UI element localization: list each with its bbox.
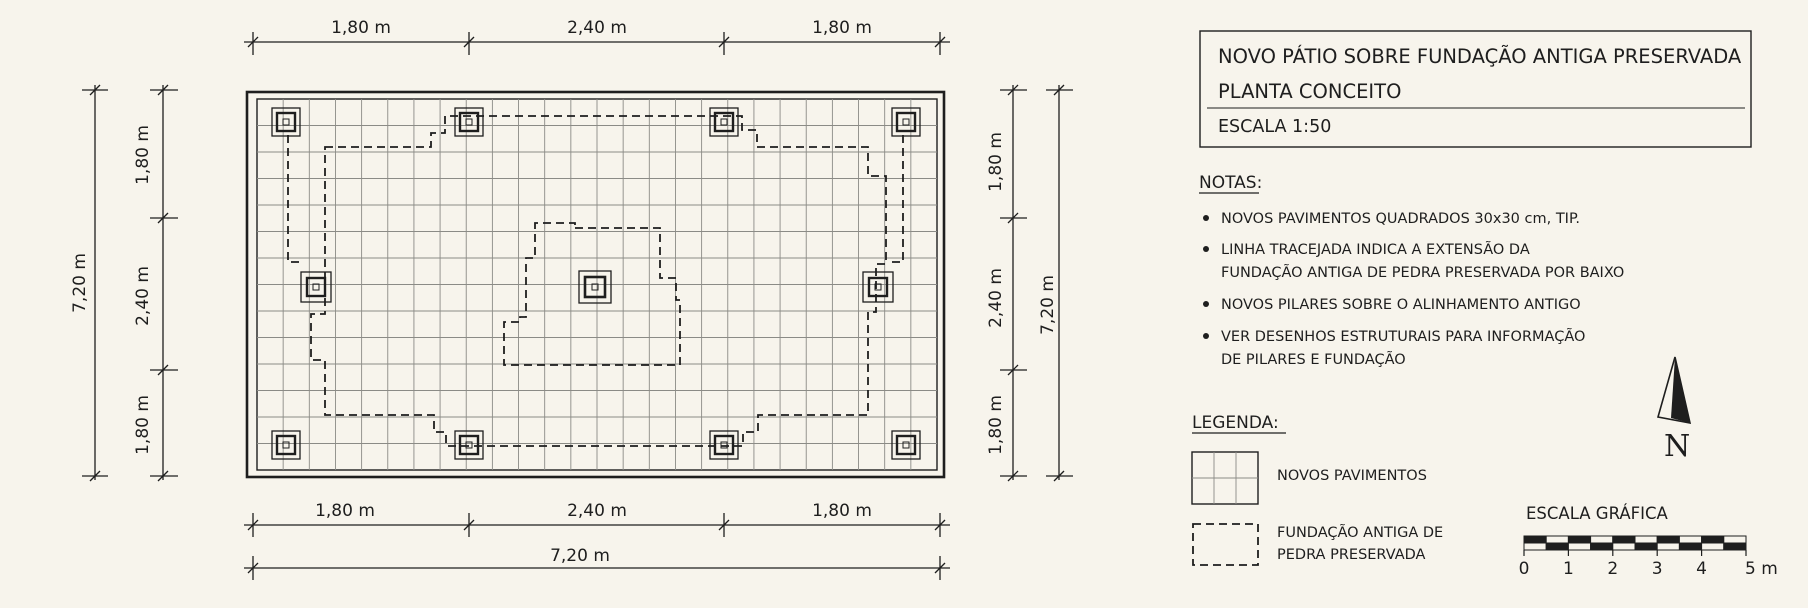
note-4-line1: VER DESENHOS ESTRUTURAIS PARA INFORMAÇÃO bbox=[1221, 328, 1585, 345]
column-center bbox=[578, 270, 612, 304]
legend-foundation-label-1: FUNDAÇÃO ANTIGA DE bbox=[1277, 524, 1443, 541]
scale-bar-segment bbox=[1656, 542, 1680, 551]
north-label: N bbox=[1664, 429, 1690, 464]
legend-pavers-label: NOVOS PAVIMENTOS bbox=[1277, 468, 1427, 484]
scale-bar-tick-label: 2 bbox=[1607, 559, 1618, 579]
column-s2 bbox=[709, 430, 739, 460]
dim-top-3: 1,80 m bbox=[812, 18, 872, 38]
old-foundation-outline bbox=[310, 115, 887, 447]
scale-bar-segment bbox=[1701, 542, 1725, 551]
scale-bar-heading: ESCALA GRÁFICA bbox=[1526, 504, 1669, 523]
dim-right-3: 1,80 m bbox=[986, 395, 1006, 455]
dim-left-overall: 7,20 m bbox=[70, 253, 90, 313]
legend-foundation-label-2: PEDRA PRESERVADA bbox=[1277, 547, 1426, 563]
scale-bar-segment bbox=[1656, 535, 1680, 544]
dim-bottom-2: 2,40 m bbox=[567, 501, 627, 521]
scale-bar-ticks: 0 1 2 3 4 5 m bbox=[1519, 550, 1778, 579]
legend-foundation-swatch bbox=[1192, 523, 1259, 566]
note-2-line1: LINHA TRACEJADA INDICA A EXTENSÃO DA bbox=[1221, 241, 1530, 258]
scale-bar-segment bbox=[1590, 542, 1614, 551]
scale-bar-segment bbox=[1523, 542, 1547, 551]
scale-bar-segment bbox=[1634, 535, 1658, 544]
dim-right-1: 1,80 m bbox=[986, 132, 1006, 192]
dim-right-2: 2,40 m bbox=[986, 268, 1006, 328]
note-4-line2: DE PILARES E FUNDAÇÃO bbox=[1221, 351, 1406, 368]
column-e bbox=[862, 271, 894, 303]
scale-bar-tick-label: 3 bbox=[1652, 559, 1663, 579]
scale-bar-segment bbox=[1723, 535, 1747, 544]
dim-left-1: 1,80 m bbox=[133, 125, 153, 185]
old-foundation-core bbox=[503, 222, 681, 366]
scale-bar: ESCALA GRÁFICA 0 1 2 3 4 5 m bbox=[1519, 504, 1778, 579]
patio-outline-outer bbox=[245, 90, 946, 479]
dim-bottom-1: 1,80 m bbox=[315, 501, 375, 521]
scale-bar-segment bbox=[1723, 542, 1747, 551]
dim-left-3: 1,80 m bbox=[133, 395, 153, 455]
dim-top-1: 1,80 m bbox=[331, 18, 391, 38]
scale-bar-tick-label: 1 bbox=[1563, 559, 1574, 579]
old-foundation-leg-right bbox=[889, 135, 904, 263]
north-arrow: N bbox=[1656, 356, 1692, 464]
column-n1 bbox=[454, 107, 484, 137]
column-sw bbox=[271, 430, 301, 460]
scale-bar-segment bbox=[1545, 535, 1569, 544]
dimension-lines bbox=[82, 32, 1073, 580]
scale-bar-segment bbox=[1567, 542, 1592, 551]
scale-bar-tick-label: 0 bbox=[1519, 559, 1530, 579]
scale-bar-segment bbox=[1545, 542, 1569, 551]
scale-bar-segment bbox=[1634, 542, 1658, 551]
dimension-labels: 1,80 m 2,40 m 1,80 m 1,80 m 2,40 m 1,80 … bbox=[70, 18, 1058, 566]
dim-top-2: 2,40 m bbox=[567, 18, 627, 38]
scale-bar-segment bbox=[1567, 535, 1592, 544]
column-ne bbox=[891, 107, 921, 137]
notes: NOTAS: NOVOS PAVIMENTOS QUADRADOS 30x30 … bbox=[1199, 173, 1624, 368]
scale-bar-segment bbox=[1701, 535, 1725, 544]
legend-paver-swatch bbox=[1191, 451, 1259, 505]
column-s1 bbox=[454, 430, 484, 460]
scale-bar-segment bbox=[1523, 535, 1547, 544]
column-w bbox=[300, 271, 332, 303]
dim-left-2: 2,40 m bbox=[133, 266, 153, 326]
scale-bar-segment bbox=[1678, 542, 1703, 551]
column-nw bbox=[271, 107, 301, 137]
drawing-scale: ESCALA 1:50 bbox=[1218, 117, 1331, 137]
dim-bottom-3: 1,80 m bbox=[812, 501, 872, 521]
legend-heading: LEGENDA: bbox=[1192, 413, 1279, 433]
note-2-line2: FUNDAÇÃO ANTIGA DE PEDRA PRESERVADA POR … bbox=[1221, 264, 1624, 281]
title-block: NOVO PÁTIO SOBRE FUNDAÇÃO ANTIGA PRESERV… bbox=[1199, 30, 1752, 148]
note-1: NOVOS PAVIMENTOS QUADRADOS 30x30 cm, TIP… bbox=[1221, 211, 1580, 227]
dim-right-overall: 7,20 m bbox=[1038, 275, 1058, 335]
legend: LEGENDA: NOVOS PAVIMENTOS FUNDAÇÃO ANTIG… bbox=[1191, 413, 1443, 566]
patio-plan bbox=[245, 90, 946, 479]
dim-bottom-overall: 7,20 m bbox=[550, 546, 610, 566]
scale-bar-segments bbox=[1523, 535, 1747, 551]
column-se bbox=[891, 430, 921, 460]
drawing-subtitle: PLANTA CONCEITO bbox=[1218, 80, 1401, 103]
scale-bar-tick-label: 5 m bbox=[1745, 559, 1778, 579]
paver-grid bbox=[257, 99, 937, 470]
notes-heading: NOTAS: bbox=[1199, 173, 1262, 193]
scale-bar-tick-label: 4 bbox=[1696, 559, 1707, 579]
column-n2 bbox=[709, 107, 739, 137]
drawing-title: NOVO PÁTIO SOBRE FUNDAÇÃO ANTIGA PRESERV… bbox=[1218, 45, 1742, 68]
scale-bar-segment bbox=[1678, 535, 1703, 544]
scale-bar-segment bbox=[1612, 535, 1636, 544]
scale-bar-segment bbox=[1612, 542, 1636, 551]
scale-bar-segment bbox=[1590, 535, 1614, 544]
old-foundation-leg-left bbox=[287, 135, 300, 263]
note-3: NOVOS PILARES SOBRE O ALINHAMENTO ANTIGO bbox=[1221, 297, 1581, 313]
